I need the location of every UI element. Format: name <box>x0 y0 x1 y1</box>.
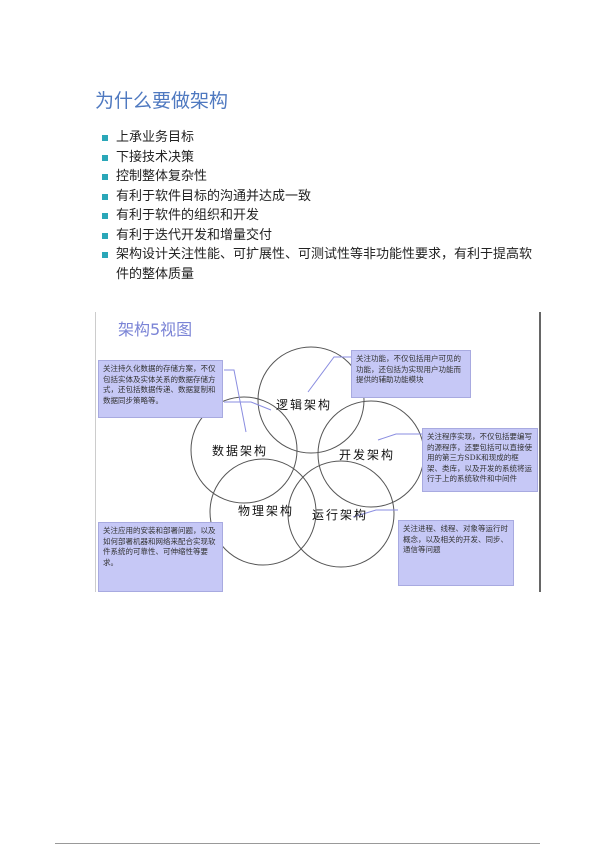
list-item-text: 控制整体复杂性 <box>116 169 208 184</box>
label-physical: 物理架构 <box>238 504 295 518</box>
list-item: 有利于软件的组织和开发 <box>100 206 540 226</box>
list-item: 有利于迭代开发和增量交付 <box>100 226 540 246</box>
list-item-text: 下接技术决策 <box>116 149 195 165</box>
architecture-5-views-figure: 架构5视图 关注持久化数据的存储方案，不仅包括实体及实体关系的数据存储方式，还包… <box>95 312 541 592</box>
note-logic: 关注功能，不仅包括用户可见的功能，还包括为实现用户功能而提供的辅助功能模块 <box>351 350 471 398</box>
connector-logic <box>307 356 351 393</box>
bullet-icon <box>102 174 108 180</box>
diagram-lines <box>190 346 425 568</box>
note-dev: 关注程序实现，不仅包括要编写的源程序，还要包括可以直接使用的第三方SDK和现成的… <box>422 428 538 492</box>
label-dev: 开发架构 <box>339 448 396 462</box>
list-item: 有利于软件目标的沟通并达成一致 <box>100 187 540 207</box>
label-data: 数据架构 <box>212 444 269 458</box>
bullet-icon <box>102 193 108 200</box>
label-logic: 逻辑架构 <box>276 398 333 412</box>
connector-dev <box>377 433 422 441</box>
connector-runtime <box>352 509 398 518</box>
page-title: 为什么要做架构 <box>95 90 229 112</box>
footer-divider <box>55 843 540 844</box>
label-runtime: 运行架构 <box>312 508 369 522</box>
list-item: 下接技术决策 <box>100 148 540 168</box>
list-item: 上承业务目标 <box>100 128 540 148</box>
bullet-icon <box>102 252 108 258</box>
connector-physical <box>224 401 272 411</box>
circle-logic <box>257 346 365 454</box>
figure-title: 架构5视图 <box>118 320 193 339</box>
connector-data <box>224 369 247 433</box>
bullet-icon <box>102 154 108 161</box>
list-item: 架构设计关注性能、可扩展性、可测试性等非功能性要求，有利于提高软件的整体质量 <box>100 245 540 284</box>
list-item-text: 有利于软件的组织和开发 <box>116 208 260 223</box>
list-item-text: 上承业务目标 <box>116 130 195 145</box>
bullet-icon <box>102 135 108 141</box>
bullet-list: 上承业务目标 下接技术决策 控制整体复杂性 有利于软件目标的沟通并达成一致 有利… <box>100 128 540 284</box>
circle-physical <box>209 458 317 566</box>
bullet-icon <box>102 232 108 239</box>
list-item: 控制整体复杂性 <box>100 167 540 187</box>
list-item-text: 有利于迭代开发和增量交付 <box>116 227 273 243</box>
note-physical: 关注应用的安装和部署问题，以及如何部署机器和网络来配合实现软件系统的可靠性、可伸… <box>98 522 223 592</box>
circle-runtime <box>287 460 395 568</box>
list-item-text: 有利于软件目标的沟通并达成一致 <box>116 188 312 204</box>
circle-data <box>190 396 298 504</box>
bullet-icon <box>102 213 108 219</box>
list-item-text: 架构设计关注性能、可扩展性、可测试性等非功能性要求，有利于提高软件的整体质量 <box>116 247 533 282</box>
note-data: 关注持久化数据的存储方案，不仅包括实体及实体关系的数据存储方式，还包括数据传递、… <box>98 360 223 418</box>
note-runtime: 关注进程、线程、对象等运行时概念，以及相关的开发、同步、通信等问题 <box>398 520 514 586</box>
